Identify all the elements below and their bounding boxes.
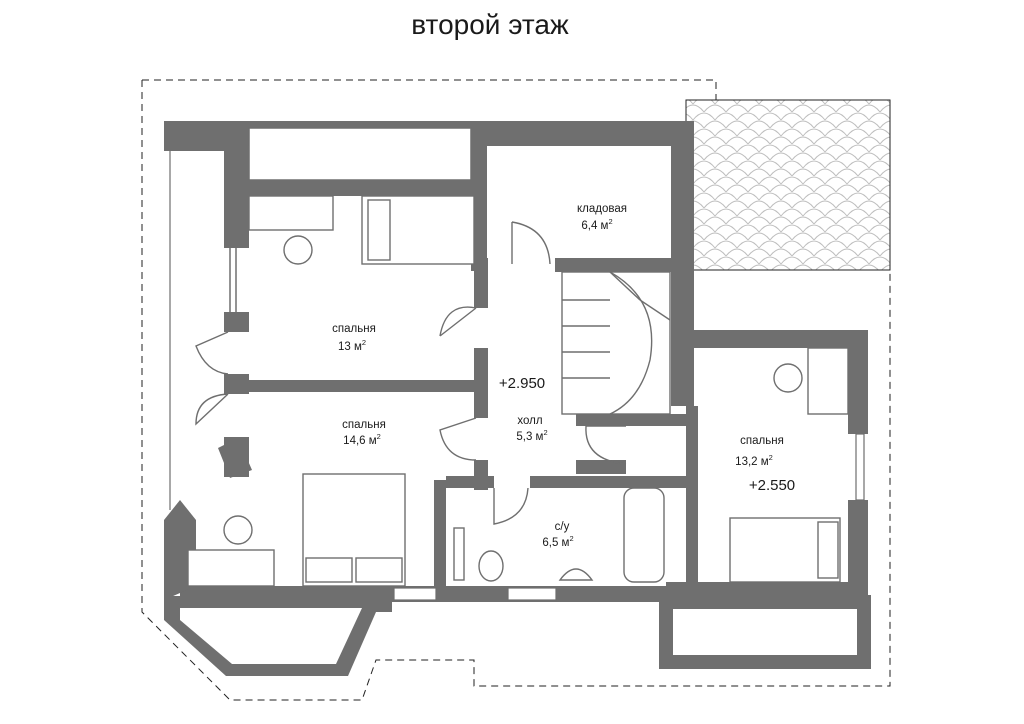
walls (164, 121, 871, 676)
level-mark-hall: +2.950 (499, 375, 545, 392)
room-area-hall: 5,3 м2 (516, 428, 547, 443)
room-area-storage: 6,4 м2 (581, 217, 612, 232)
room-area-bedroom-2: 14,6 м2 (343, 432, 381, 447)
room-name-bathroom: с/у (555, 521, 570, 533)
room-name-bedroom-1: спальня (332, 323, 376, 335)
room-area-bathroom: 6,5 м2 (542, 534, 573, 549)
plan-title: второй этаж (411, 9, 569, 40)
level-mark-bedroom-3: +2.550 (749, 477, 795, 494)
room-name-bedroom-3: спальня (740, 435, 784, 447)
furniture (187, 195, 849, 587)
room-area-bedroom-3: 13,2 м2 (735, 453, 773, 468)
room-name-hall: холл (517, 415, 542, 427)
room-labels: кладовая 6,4 м2 спальня 13 м2 спальня 14… (332, 203, 795, 549)
room-area-bedroom-1: 13 м2 (338, 338, 366, 353)
room-name-storage: кладовая (577, 203, 627, 215)
room-name-bedroom-2: спальня (342, 419, 386, 431)
roof-tile-area (685, 99, 891, 271)
roof-outline (141, 79, 891, 701)
